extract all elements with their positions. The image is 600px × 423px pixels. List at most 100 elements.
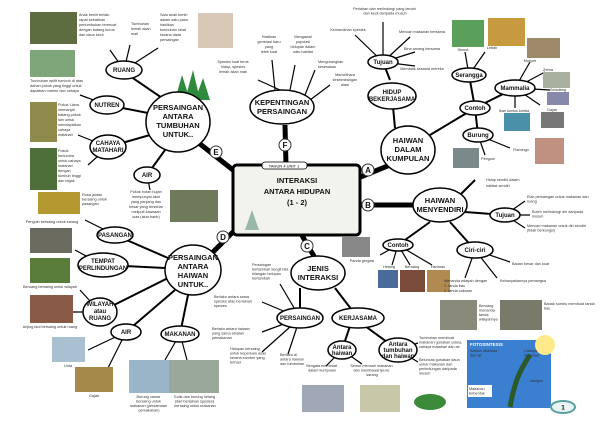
svg-text:ANTARA: ANTARA <box>177 262 209 271</box>
central-title: ANTARA HIDUPAN <box>264 187 331 196</box>
ant-photo <box>452 20 484 47</box>
svg-text:WILAYAH: WILAYAH <box>87 302 114 308</box>
oksigen-label: oksigen <box>530 379 543 383</box>
svg-text:Tumbuhan membuat makanan gunak: Tumbuhan membuat makanan gunakan udara, … <box>419 336 463 349</box>
birds-photo <box>169 360 219 393</box>
svg-text:Tujuan: Tujuan <box>495 213 515 219</box>
svg-text:CAHAYA: CAHAYA <box>96 141 121 147</box>
page-number: 1 <box>561 406 565 412</box>
svg-text:Persaingan bertambah sengit bi: Persaingan bertambah sengit bila bilanga… <box>252 263 289 281</box>
tall-trees-photo <box>30 148 57 190</box>
svg-text:haiwan: haiwan <box>332 351 353 357</box>
bear-fight-photo <box>30 258 70 283</box>
dolphin-photo <box>504 113 530 131</box>
svg-text:Gajah: Gajah <box>89 394 99 398</box>
svg-text:KEPENTINGAN: KEPENTINGAN <box>255 98 310 107</box>
cahaya-label: Cahaya matahari <box>524 349 539 358</box>
svg-text:TUMBUHAN: TUMBUHAN <box>156 121 199 130</box>
svg-text:Antara: Antara <box>332 345 352 351</box>
svg-text:Helang: Helang <box>383 265 395 269</box>
tiger-photo <box>427 270 450 292</box>
svg-text:Kemandirian spesies: Kemandirian spesies <box>330 28 365 32</box>
svg-text:MAKANAN: MAKANAN <box>165 332 196 338</box>
svg-text:Bina sarang bersama: Bina sarang bersama <box>404 47 441 51</box>
svg-text:dan haiwan: dan haiwan <box>382 354 415 360</box>
svg-text:Penguin bersaing untuk sarang: Penguin bersaing untuk sarang <box>26 220 79 224</box>
bees-photo <box>302 385 344 412</box>
svg-text:Ikan lumba-lumba: Ikan lumba-lumba <box>499 109 530 113</box>
unit-label: TAHUN 4 UNIT 1 <box>269 164 300 169</box>
svg-text:HAIWAN: HAIWAN <box>178 271 208 280</box>
svg-text:AIR: AIR <box>121 330 132 336</box>
svg-text:F: F <box>283 141 288 150</box>
svg-text:PERLINDUNGAN: PERLINDUNGAN <box>79 266 127 272</box>
svg-text:Monyet: Monyet <box>524 59 537 63</box>
penguin-colony-photo <box>453 148 479 168</box>
svg-text:Perlahan dan melindungi yang l: Perlahan dan melindungi yang lemah dan k… <box>353 7 417 16</box>
svg-text:Ciri-ciri: Ciri-ciri <box>464 248 485 254</box>
svg-text:UNTUK..: UNTUK.. <box>178 280 208 289</box>
camel-photo <box>52 337 85 362</box>
fotosintesis-diagram: FOTOSINTESIS Karbon dioksida dan air Cah… <box>467 335 555 408</box>
svg-text:Penguin: Penguin <box>481 157 495 161</box>
svg-text:RUANG: RUANG <box>89 316 111 322</box>
svg-text:AIR: AIR <box>142 173 153 179</box>
leaf-photo <box>414 394 446 410</box>
epiphyte-photo <box>30 50 75 77</box>
svg-text:Berlaku antara haiwan yang sam: Berlaku antara haiwan yang sama amalan p… <box>212 327 251 340</box>
tujuan-note: Mencari makanan untuk diri sendiri (tida… <box>527 224 587 233</box>
svg-text:RUANG: RUANG <box>113 68 135 74</box>
svg-text:Antara: Antara <box>388 342 408 348</box>
penguin-photo <box>30 228 72 253</box>
fotosintesis-title: FOTOSINTESIS <box>470 342 503 347</box>
eagle-photo <box>378 270 398 288</box>
ants-photo <box>360 385 400 412</box>
svg-text:Rusa jantan bersaing untuk pas: Rusa jantan bersaing untuk pasangan <box>82 193 108 206</box>
central-topic: TAHUN 4 UNIT 1 INTERAKSI ANTARA HIDUPAN … <box>231 161 362 237</box>
svg-text:JENIS: JENIS <box>307 264 329 273</box>
svg-text:Serangga: Serangga <box>455 73 483 79</box>
svg-text:HAIWAN: HAIWAN <box>393 136 423 145</box>
svg-text:A: A <box>365 166 371 175</box>
svg-text:TEMPAT: TEMPAT <box>91 259 115 265</box>
branch-letters: A B C D E F <box>209 138 375 253</box>
deer-photo <box>38 192 80 214</box>
svg-text:Panda gergasi: Panda gergasi <box>350 259 375 263</box>
svg-text:Kebanyakannya pemangsa: Kebanyakannya pemangsa <box>500 279 547 283</box>
svg-text:C: C <box>304 242 310 251</box>
elephant-photo <box>75 367 113 392</box>
bear-photo <box>400 270 425 292</box>
central-title: INTERAKSI <box>277 176 317 185</box>
svg-text:KERJASAMA: KERJASAMA <box>339 316 378 322</box>
svg-text:INTERAKSI: INTERAKSI <box>298 273 338 282</box>
svg-text:Unta: Unta <box>64 364 73 368</box>
svg-text:Gajah: Gajah <box>547 108 557 112</box>
svg-text:Mammalia: Mammalia <box>500 86 530 92</box>
svg-text:Berlaku antara sama spesies at: Berlaku antara sama spesies atau berlain… <box>214 295 253 308</box>
svg-text:Contoh: Contoh <box>388 243 409 249</box>
svg-text:DALAM: DALAM <box>394 145 421 154</box>
svg-text:KUMPULAN: KUMPULAN <box>387 154 430 163</box>
svg-text:Tujuan: Tujuan <box>373 60 393 66</box>
liana-photo <box>30 102 57 142</box>
svg-text:Anjing laut bersaing untuk rua: Anjing laut bersaing untuk ruang <box>23 325 77 329</box>
svg-text:PASANGAN: PASANGAN <box>98 233 132 239</box>
seals-photo <box>30 295 73 323</box>
